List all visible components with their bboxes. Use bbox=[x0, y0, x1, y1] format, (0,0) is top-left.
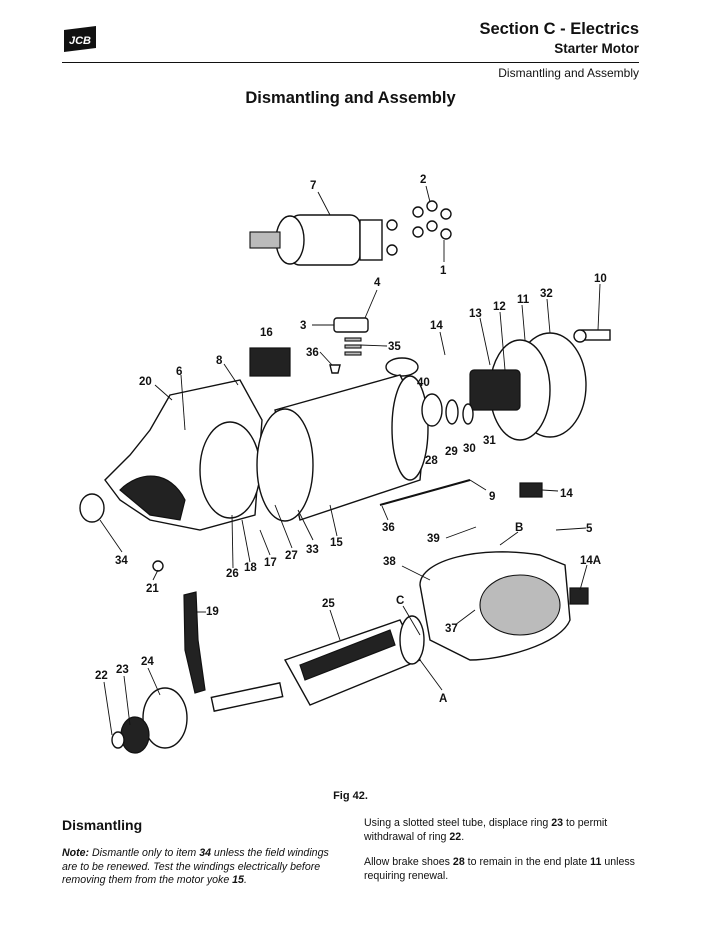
callout-labels: 7 2 1 4 16 3 35 36 8 20 6 40 14 13 12 11… bbox=[95, 174, 607, 705]
callout-label: 18 bbox=[244, 562, 257, 574]
callout-label: 27 bbox=[285, 550, 298, 562]
callout-label: 26 bbox=[226, 568, 239, 580]
callout-label: 34 bbox=[115, 555, 128, 567]
header-rule bbox=[62, 62, 639, 63]
pinion-assembly-part bbox=[111, 687, 188, 754]
callout-label: 32 bbox=[540, 288, 553, 300]
engagement-lever-part bbox=[183, 591, 206, 694]
brush-part bbox=[519, 482, 543, 498]
washer-part bbox=[385, 357, 419, 377]
callout-label: 14 bbox=[430, 320, 443, 332]
dismantling-heading: Dismantling bbox=[62, 817, 143, 833]
callout-label: A bbox=[439, 693, 447, 705]
screw-part bbox=[329, 364, 341, 374]
callout-label: 10 bbox=[594, 273, 607, 285]
dismantling-paragraph-1: Using a slotted steel tube, displace rin… bbox=[364, 817, 608, 843]
callout-label: 21 bbox=[146, 583, 159, 595]
callout-label: 37 bbox=[445, 623, 458, 635]
yoke-part bbox=[256, 374, 429, 522]
callout-label: 30 bbox=[463, 443, 476, 455]
callout-label: 28 bbox=[425, 455, 438, 467]
callout-label: 20 bbox=[139, 376, 152, 388]
brush-holder-part bbox=[249, 347, 291, 377]
dismantling-note: Note: Dismantle only to item 34 unless t… bbox=[62, 847, 329, 886]
dismantling-paragraph-2: Allow brake shoes 28 to remain in the en… bbox=[364, 856, 635, 882]
svg-text:JCB: JCB bbox=[69, 35, 91, 47]
terminal-parts bbox=[333, 317, 369, 356]
nuts-washers-part bbox=[412, 200, 452, 240]
callout-label: 36 bbox=[306, 347, 319, 359]
callout-label: 7 bbox=[310, 180, 316, 192]
page-heading: Dismantling and Assembly bbox=[245, 89, 456, 107]
callout-label: 3 bbox=[300, 320, 306, 332]
callout-label: 38 bbox=[383, 556, 396, 568]
commutator-end-plate-part bbox=[469, 332, 587, 441]
callout-label: B bbox=[515, 522, 523, 534]
callout-label: 39 bbox=[427, 533, 440, 545]
callout-label: 31 bbox=[483, 435, 496, 447]
section-subtitle: Starter Motor bbox=[554, 41, 639, 56]
callout-label: 6 bbox=[176, 366, 182, 378]
field-windings-part bbox=[419, 551, 589, 661]
callout-label: 4 bbox=[374, 277, 381, 289]
callout-label: 25 bbox=[322, 598, 335, 610]
armature-part bbox=[210, 615, 425, 712]
callout-label: 23 bbox=[116, 664, 129, 676]
solenoid-part bbox=[249, 214, 398, 266]
callout-label: 9 bbox=[489, 491, 495, 503]
callout-label: 13 bbox=[469, 308, 482, 320]
note-label: Note: bbox=[62, 847, 90, 859]
callout-label: 40 bbox=[417, 377, 430, 389]
callout-label: 15 bbox=[330, 537, 343, 549]
callout-label: 17 bbox=[264, 557, 277, 569]
callout-label: 14 bbox=[560, 488, 573, 500]
callout-label: 33 bbox=[306, 544, 319, 556]
starter-motor-exploded-diagram: 7 2 1 4 16 3 35 36 8 20 6 40 14 13 12 11… bbox=[79, 174, 611, 754]
bush-part bbox=[79, 493, 105, 523]
callout-label: 22 bbox=[95, 670, 108, 682]
callout-label: 19 bbox=[206, 606, 219, 618]
callout-label: 35 bbox=[388, 341, 401, 353]
callout-label: 12 bbox=[493, 301, 506, 313]
callout-label: 1 bbox=[440, 265, 447, 277]
callout-label: 16 bbox=[260, 327, 273, 339]
jcb-logo: JCB bbox=[64, 26, 96, 52]
figure-caption: Fig 42. bbox=[333, 790, 368, 802]
callout-label: 36 bbox=[382, 522, 395, 534]
grub-screw-part bbox=[152, 560, 164, 572]
brake-parts bbox=[421, 393, 474, 427]
callout-label: 14A bbox=[580, 555, 601, 567]
callout-label: 8 bbox=[216, 355, 223, 367]
callout-label: C bbox=[396, 595, 404, 607]
callout-label: 24 bbox=[141, 656, 154, 668]
section-title: Section C - Electrics bbox=[479, 20, 639, 38]
callout-label: 2 bbox=[420, 174, 426, 186]
drive-end-housing-part bbox=[104, 379, 263, 531]
bolt-part bbox=[573, 329, 611, 343]
callout-label: 29 bbox=[445, 446, 458, 458]
callout-label: 11 bbox=[517, 294, 530, 306]
callout-label: 5 bbox=[586, 523, 593, 535]
section-topic: Dismantling and Assembly bbox=[498, 66, 639, 80]
leader-lines bbox=[99, 185, 601, 736]
